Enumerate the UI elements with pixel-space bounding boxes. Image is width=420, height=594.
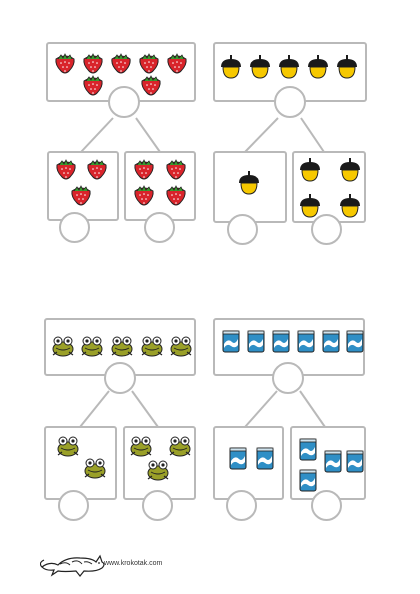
frog-right-answer-circle[interactable] — [142, 490, 173, 521]
strawberry-left-box — [47, 151, 119, 221]
frog-icon — [128, 433, 154, 459]
can-icon — [293, 328, 319, 354]
strawberry-icon — [84, 156, 110, 182]
frog-icon — [167, 433, 193, 459]
can-total-answer-circle[interactable] — [272, 362, 304, 394]
strawberry-icon — [163, 182, 189, 208]
cat-logo-icon — [39, 543, 106, 579]
strawberry-icon — [163, 156, 189, 182]
frog-icon — [79, 333, 105, 359]
strawberry-icon — [164, 50, 190, 76]
can-icon — [320, 448, 346, 474]
frog-icon — [109, 333, 135, 359]
strawberry-right-answer-circle[interactable] — [144, 212, 175, 243]
frog-total-answer-circle[interactable] — [104, 362, 136, 394]
acorn-total-answer-circle[interactable] — [274, 86, 306, 118]
strawberry-icon — [138, 72, 164, 98]
acorn-icon — [297, 157, 323, 183]
strawberry-total-answer-circle[interactable] — [108, 86, 140, 118]
frog-left-answer-circle[interactable] — [58, 490, 89, 521]
strawberry-icon — [131, 156, 157, 182]
can-icon — [295, 436, 321, 462]
strawberry-icon — [80, 50, 106, 76]
strawberry-icon — [136, 50, 162, 76]
acorn-icon — [247, 54, 273, 80]
frog-left-box — [44, 426, 117, 500]
can-icon — [225, 445, 251, 471]
can-left-answer-circle[interactable] — [226, 490, 257, 521]
can-icon — [318, 328, 344, 354]
strawberry-icon — [52, 50, 78, 76]
acorn-icon — [337, 157, 363, 183]
frog-icon — [55, 433, 81, 459]
can-icon — [243, 328, 269, 354]
can-icon — [342, 448, 368, 474]
strawberry-left-answer-circle[interactable] — [59, 212, 90, 243]
can-icon — [268, 328, 294, 354]
frog-icon — [139, 333, 165, 359]
acorn-icon — [276, 54, 302, 80]
strawberry-icon — [80, 72, 106, 98]
can-icon — [295, 467, 321, 493]
acorn-icon — [305, 54, 331, 80]
can-icon — [342, 328, 368, 354]
acorn-icon — [236, 170, 262, 196]
frog-icon — [145, 457, 171, 483]
acorn-left-answer-circle[interactable] — [227, 214, 258, 245]
frog-icon — [168, 333, 194, 359]
acorn-icon — [218, 54, 244, 80]
strawberry-icon — [108, 50, 134, 76]
strawberry-icon — [53, 156, 79, 182]
acorn-icon — [297, 193, 323, 219]
strawberry-icon — [131, 182, 157, 208]
can-right-answer-circle[interactable] — [311, 490, 342, 521]
frog-icon — [50, 333, 76, 359]
frog-icon — [82, 455, 108, 481]
acorn-icon — [334, 54, 360, 80]
website-url[interactable]: www.krokotak.com — [104, 560, 163, 567]
acorn-right-answer-circle[interactable] — [311, 214, 342, 245]
can-icon — [218, 328, 244, 354]
acorn-icon — [337, 193, 363, 219]
can-icon — [252, 445, 278, 471]
strawberry-icon — [68, 182, 94, 208]
